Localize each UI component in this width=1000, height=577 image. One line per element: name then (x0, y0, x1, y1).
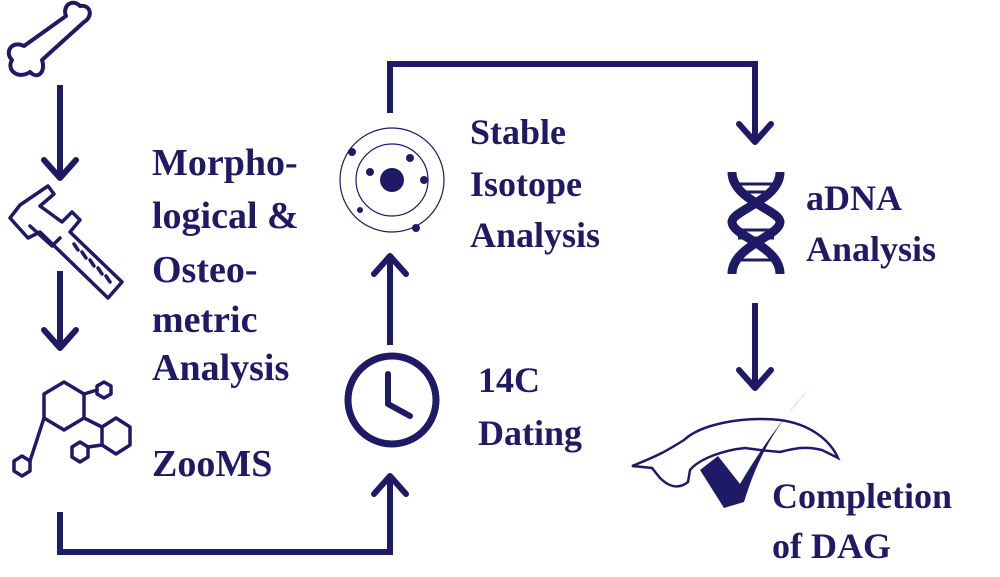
label-zooms: ZooMS (152, 443, 272, 485)
label-dating: 14C Dating (478, 360, 582, 453)
label-line: 14C (478, 360, 540, 400)
arrow-caliper-to-zooms (41, 271, 79, 351)
bone-icon (6, 0, 92, 78)
arrow-adna-to-completion (736, 303, 774, 391)
label-line: metric (152, 299, 257, 341)
label-line: Osteo- (152, 249, 258, 291)
arrow-zooms-to-dating (57, 473, 409, 555)
label-line: Analysis (470, 215, 600, 255)
dna-icon (727, 171, 785, 275)
arrow-bone-to-caliper (41, 85, 79, 181)
arrow-dating-to-isotope (371, 253, 409, 345)
label-line: Dating (478, 413, 582, 453)
label-line: Stable (470, 112, 566, 152)
molecule-icon (12, 380, 132, 478)
label-line: Isotope (470, 164, 582, 204)
label-line: logical & (152, 195, 299, 237)
label-line: Completion (772, 476, 952, 516)
label-completion: Completion of DAG (772, 476, 952, 566)
label-line: Analysis (806, 229, 936, 269)
atom-icon (339, 127, 445, 233)
label-adna: aDNA Analysis (806, 178, 936, 269)
arrow-isotope-to-adna (387, 61, 774, 145)
label-line: Analysis (152, 347, 289, 389)
label-line: aDNA (806, 178, 902, 218)
whale-checkmark-icon (631, 386, 841, 508)
label-isotope: Stable Isotope Analysis (470, 112, 600, 255)
label-line: of DAG (772, 526, 891, 566)
label-morphological: Morpho- logical & Osteo- metric Analysis (152, 142, 299, 389)
label-line: Morpho- (152, 142, 298, 184)
caliper-icon (8, 184, 124, 300)
clock-icon (344, 352, 440, 448)
